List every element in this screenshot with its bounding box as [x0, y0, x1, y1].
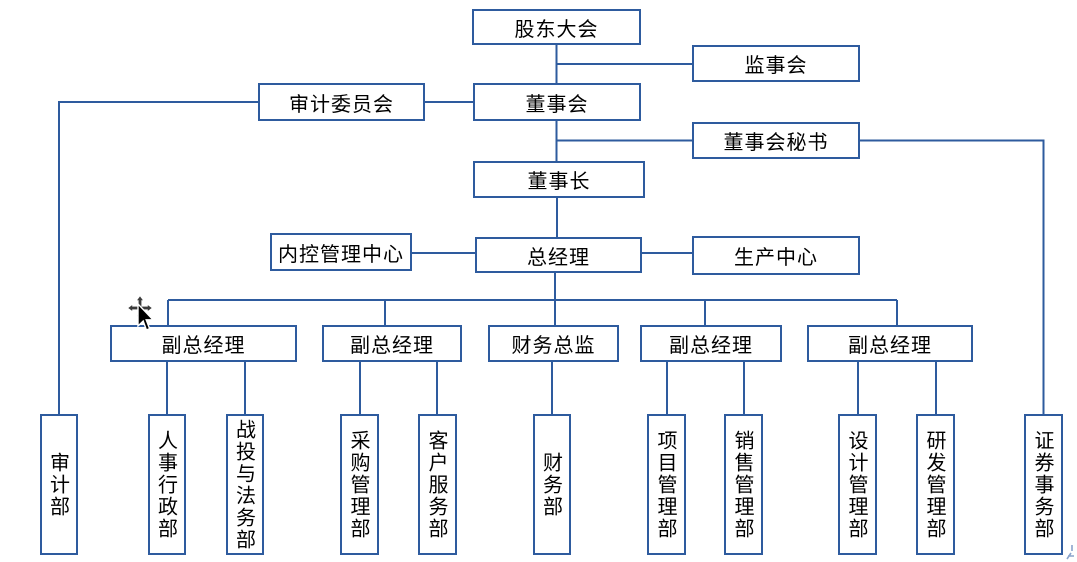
node-rd-mgmt-dept[interactable]: 研发管理部 — [916, 414, 955, 555]
node-audit-committee[interactable]: 审计委员会 — [258, 83, 425, 121]
node-securities-affairs-dept[interactable]: 证券事务部 — [1024, 414, 1063, 555]
node-audit-dept[interactable]: 审计部 — [40, 414, 78, 555]
node-deputy-gm-2[interactable]: 副总经理 — [322, 325, 462, 362]
node-shareholders-meeting[interactable]: 股东大会 — [472, 9, 641, 45]
node-finance-dept[interactable]: 财务部 — [533, 414, 571, 555]
node-cfo[interactable]: 财务总监 — [488, 325, 619, 362]
node-internal-control-center[interactable]: 内控管理中心 — [270, 233, 412, 271]
node-procurement-mgmt-dept[interactable]: 采购管理部 — [340, 414, 379, 555]
node-sales-mgmt-dept[interactable]: 销售管理部 — [724, 414, 763, 555]
node-project-mgmt-dept[interactable]: 项目管理部 — [647, 414, 686, 555]
connector-path — [58, 45, 1045, 414]
node-hr-admin-dept[interactable]: 人事行政部 — [148, 414, 186, 555]
node-customer-service-dept[interactable]: 客户服务部 — [418, 414, 457, 555]
node-supervisory-board[interactable]: 监事会 — [692, 45, 860, 82]
node-chairman[interactable]: 董事长 — [473, 161, 645, 198]
node-production-center[interactable]: 生产中心 — [692, 236, 860, 275]
edge-artifact — [1063, 543, 1077, 562]
node-general-manager[interactable]: 总经理 — [475, 237, 642, 273]
node-design-mgmt-dept[interactable]: 设计管理部 — [838, 414, 877, 555]
node-deputy-gm-4[interactable]: 副总经理 — [807, 325, 973, 362]
node-board-secretary[interactable]: 董事会秘书 — [692, 122, 860, 159]
node-deputy-gm-1[interactable]: 副总经理 — [110, 325, 297, 362]
node-deputy-gm-3[interactable]: 副总经理 — [640, 325, 782, 362]
node-strategy-investment-legal-dept[interactable]: 战投与法务部 — [226, 414, 264, 555]
node-board-of-directors[interactable]: 董事会 — [473, 83, 641, 121]
